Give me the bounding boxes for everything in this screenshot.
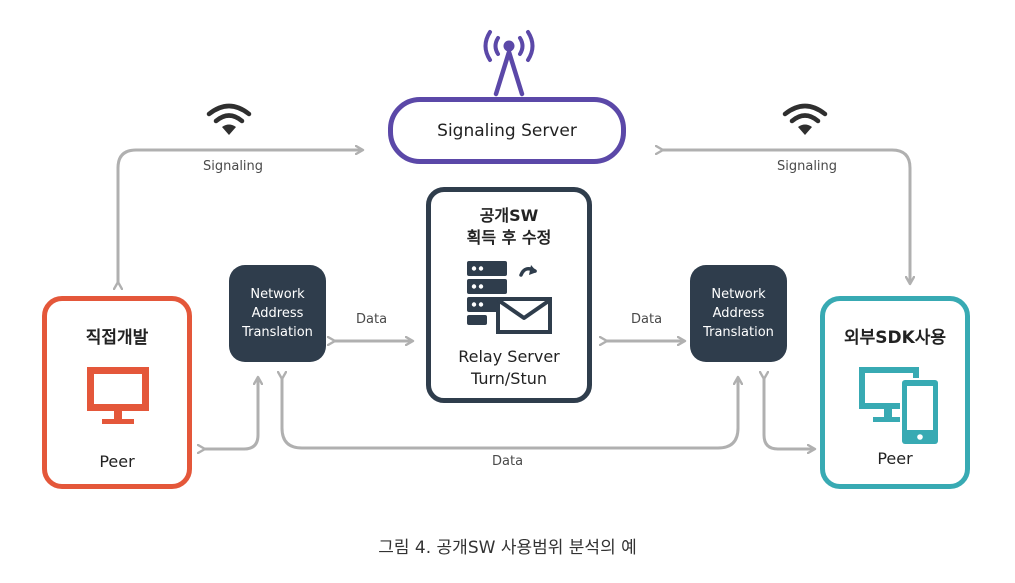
signaling-arrow-right — [662, 150, 910, 283]
figure-caption: 그림 4. 공개SW 사용범위 분석의 예 — [378, 538, 637, 558]
peer-nat-arrow-right — [764, 378, 814, 449]
left-peer-box: 직접개발 Peer — [42, 296, 192, 489]
relay-title-line1: 공개SW — [479, 206, 539, 225]
antenna-icon — [483, 30, 535, 97]
data-arrow-bottom — [282, 378, 738, 450]
nat-left-line2: Address — [251, 306, 304, 321]
right-peer-title: 외부SDK사용 — [843, 328, 947, 348]
tablet-icon — [900, 378, 940, 446]
nat-right-line2: Address — [712, 306, 765, 321]
nat-left-line1: Network — [250, 287, 305, 302]
wifi-icon — [206, 103, 252, 135]
right-peer-box: 외부SDK사용 Peer — [820, 296, 970, 489]
nat-box-left: Network Address Translation — [229, 265, 326, 362]
signaling-label-right: Signaling — [777, 159, 838, 174]
nat-box-right: Network Address Translation — [690, 265, 787, 362]
nat-left-line3: Translation — [242, 325, 313, 340]
nat-right-line3: Translation — [703, 325, 774, 340]
data-label-bottom: Data — [492, 454, 524, 469]
monitor-icon — [87, 367, 149, 424]
data-label-left: Data — [356, 312, 388, 327]
nat-right-line1: Network — [711, 287, 766, 302]
wifi-icon — [782, 103, 828, 135]
data-label-right: Data — [631, 312, 663, 327]
signaling-server-label: Signaling Server — [437, 120, 577, 141]
relay-server-box: 공개SW 획득 후 수정 Relay Server Tu — [426, 187, 592, 403]
right-peer-label: Peer — [877, 449, 913, 468]
signaling-server-box: Signaling Server — [388, 97, 626, 164]
envelope-icon — [496, 297, 552, 334]
left-peer-title: 직접개발 — [85, 328, 149, 348]
relay-label-line1: Relay Server — [458, 347, 560, 366]
signaling-arrow-left — [118, 150, 362, 283]
peer-nat-arrow-left — [204, 378, 258, 449]
relay-title-line2: 획득 후 수정 — [466, 228, 552, 247]
relay-label-line2: Turn/Stun — [470, 369, 548, 388]
left-peer-label: Peer — [99, 452, 135, 471]
signaling-label-left: Signaling — [203, 159, 264, 174]
